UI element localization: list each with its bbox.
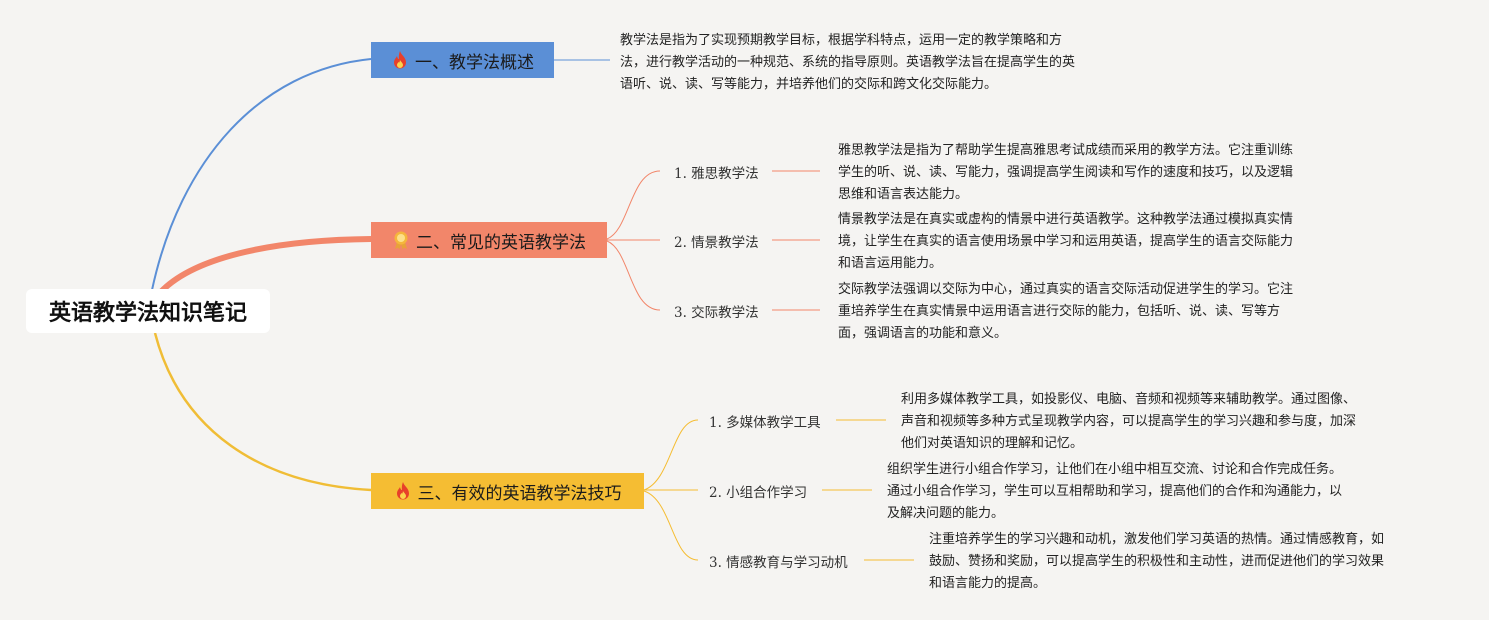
topic-2-label: 二、常见的英语教学法 [416, 232, 586, 253]
topic-2[interactable]: 二、常见的英语教学法 [371, 222, 607, 258]
desc-line: 语听、说、读、写等能力，并培养他们的交际和跨文化交际能力。 [620, 77, 998, 92]
desc-line: 和语言运用能力。 [838, 256, 943, 271]
subtopic-2-2-desc: 情景教学法是在真实或虚构的情景中进行英语教学。这种教学法通过模拟真实情 境，让学… [838, 209, 1293, 275]
desc-line: 及解决问题的能力。 [887, 506, 1005, 521]
topic-3-label: 三、有效的英语教学法技巧 [417, 483, 622, 504]
desc-line: 声音和视频等多种方式呈现教学内容，可以提高学生的学习兴趣和参与度，加深 [901, 414, 1357, 429]
subtopic-3-1[interactable]: 1. 多媒体教学工具 [709, 415, 821, 431]
desc-line: 重培养学生在真实情景中运用语言进行交际的能力，包括听、说、读、写等方 [838, 304, 1281, 319]
subtopic-3-3-desc: 注重培养学生的学习兴趣和动机，激发他们学习英语的热情。通过情感教育，如 鼓励、赞… [929, 529, 1384, 595]
desc-line: 鼓励、赞扬和奖励，可以提高学生的积极性和主动性，进而促进他们的学习效果 [929, 554, 1385, 569]
fire-icon [396, 482, 409, 500]
subtopic-2-2[interactable]: 2. 情景教学法 [674, 235, 759, 251]
topic-1[interactable]: 一、教学法概述 [371, 42, 554, 78]
subtopic-3-2-desc: 组织学生进行小组合作学习，让他们在小组中相互交流、讨论和合作完成任务。 通过小组… [887, 459, 1342, 525]
desc-line: 雅思教学法是指为了帮助学生提高雅思考试成绩而采用的教学方法。它注重训练 [838, 143, 1294, 158]
desc-line: 思维和语言表达能力。 [838, 187, 969, 202]
topic2-child3-line [606, 240, 661, 311]
desc-line: 他们对英语知识的理解和记忆。 [901, 436, 1084, 451]
topic-3[interactable]: 三、有效的英语教学法技巧 [371, 473, 644, 509]
desc-line: 面，强调语言的功能和意义。 [838, 326, 1008, 341]
desc-line: 利用多媒体教学工具，如投影仪、电脑、音频和视频等来辅助教学。通过图像、 [901, 392, 1357, 407]
desc-line: 交际教学法强调以交际为中心，通过真实的语言交际活动促进学生的学习。它注 [838, 282, 1294, 297]
subtopic-2-3[interactable]: 3. 交际教学法 [674, 305, 759, 321]
desc-line: 和语言能力的提高。 [929, 576, 1047, 591]
desc-line: 注重培养学生的学习兴趣和动机，激发他们学习英语的热情。通过情感教育，如 [929, 532, 1385, 547]
fire-icon [394, 51, 406, 69]
desc-line: 境，让学生在真实的语言使用场景中学习和运用英语，提高学生的语言交际能力 [838, 234, 1294, 249]
desc-line: 组织学生进行小组合作学习，让他们在小组中相互交流、讨论和合作完成任务。 [887, 462, 1343, 477]
subtopic-2-1-desc: 雅思教学法是指为了帮助学生提高雅思考试成绩而采用的教学方法。它注重训练 学生的听… [838, 140, 1293, 206]
subtopic-3-3[interactable]: 3. 情感教育与学习动机 [709, 555, 848, 571]
desc-line: 法，进行教学活动的一种规范、系统的指导原则。英语教学法旨在提高学生的英 [620, 55, 1076, 70]
topic-1-desc: 教学法是指为了实现预期教学目标，根据学科特点，运用一定的教学策略和方 法，进行教… [620, 30, 1075, 96]
award-icon [394, 231, 408, 250]
desc-line: 学生的听、说、读、写能力，强调提高学生阅读和写作的速度和技巧，以及逻辑 [838, 165, 1294, 180]
topic3-child3-line [643, 490, 699, 561]
subtopic-3-2[interactable]: 2. 小组合作学习 [709, 485, 808, 501]
branch-line-topic-3 [153, 332, 372, 492]
branch-line-topic-2 [155, 236, 372, 297]
desc-line: 教学法是指为了实现预期教学目标，根据学科特点，运用一定的教学策略和方 [620, 33, 1063, 48]
subtopic-2-1[interactable]: 1. 雅思教学法 [674, 166, 759, 182]
topic-1-label: 一、教学法概述 [415, 52, 534, 73]
desc-line: 通过小组合作学习，学生可以互相帮助和学习，提高他们的合作和沟通能力，以 [887, 484, 1343, 499]
root-topic[interactable]: 英语教学法知识笔记 [26, 289, 270, 333]
subtopic-3-1-desc: 利用多媒体教学工具，如投影仪、电脑、音频和视频等来辅助教学。通过图像、 声音和视… [901, 389, 1356, 455]
topic2-child1-line [606, 170, 661, 240]
branch-line-topic-1 [151, 58, 372, 291]
desc-line: 情景教学法是在真实或虚构的情景中进行英语教学。这种教学法通过模拟真实情 [838, 212, 1294, 227]
topic3-child1-line [643, 419, 699, 491]
subtopic-2-3-desc: 交际教学法强调以交际为中心，通过真实的语言交际活动促进学生的学习。它注 重培养学… [838, 279, 1293, 345]
